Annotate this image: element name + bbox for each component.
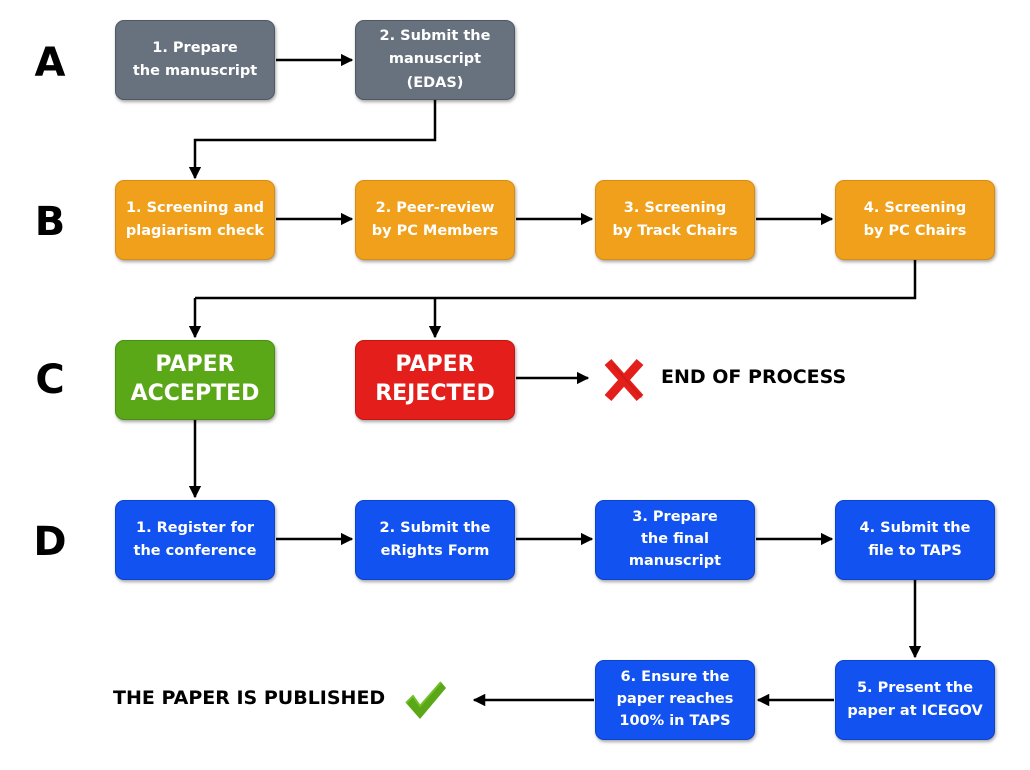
arrow-a2-b1 <box>188 100 437 180</box>
step-submit-erights: 2. Submit the eRights Form <box>355 500 515 580</box>
step-prepare-final-manuscript-label: 3. Prepare the final manuscript <box>628 509 722 569</box>
step-submit-manuscript: 2. Submit the manuscript (EDAS) <box>355 20 515 100</box>
step-present-icegov: 5. Present the paper at ICEGOV <box>835 660 995 740</box>
step-ensure-taps-100: 6. Ensure the paper reaches 100% in TAPS <box>595 660 755 740</box>
step-submit-manuscript-label: 2. Submit the manuscript (EDAS) <box>379 28 491 91</box>
step-peer-review: 2. Peer-review by PC Members <box>355 180 515 260</box>
row-label-a: A <box>34 40 66 86</box>
step-ensure-taps-100-label: 6. Ensure the paper reaches 100% in TAPS <box>616 669 734 729</box>
step-present-icegov-label: 5. Present the paper at ICEGOV <box>847 679 983 719</box>
checkmark-icon <box>405 681 446 719</box>
step-submit-taps: 4. Submit the file to TAPS <box>835 500 995 580</box>
outcome-paper-accepted: PAPER ACCEPTED <box>115 340 275 420</box>
step-screening-pc-chairs: 4. Screening by PC Chairs <box>835 180 995 260</box>
paper-published-label: THE PAPER IS PUBLISHED <box>113 687 386 709</box>
outcome-paper-rejected-label: PAPER REJECTED <box>375 352 495 406</box>
outcome-paper-rejected: PAPER REJECTED <box>355 340 515 420</box>
row-label-b: B <box>34 199 66 245</box>
step-screening-track-chairs: 3. Screening by Track Chairs <box>595 180 755 260</box>
outcome-paper-accepted-label: PAPER ACCEPTED <box>130 352 260 406</box>
step-prepare-manuscript-label: 1. Prepare the manuscript <box>132 39 258 79</box>
step-screening-plagiarism-label: 1. Screening and plagiarism check <box>125 199 265 239</box>
step-screening-plagiarism: 1. Screening and plagiarism check <box>115 180 275 260</box>
row-label-d: D <box>33 519 67 565</box>
cross-icon <box>604 359 644 401</box>
step-submit-erights-label: 2. Submit the eRights Form <box>379 519 491 559</box>
step-screening-pc-chairs-label: 4. Screening by PC Chairs <box>863 199 967 239</box>
step-peer-review-label: 2. Peer-review by PC Members <box>371 199 499 239</box>
step-register-conference: 1. Register for the conference <box>115 500 275 580</box>
row-label-c: C <box>35 357 65 403</box>
step-submit-taps-label: 4. Submit the file to TAPS <box>859 519 971 559</box>
step-register-conference-label: 1. Register for the conference <box>133 519 257 559</box>
step-prepare-final-manuscript: 3. Prepare the final manuscript <box>595 500 755 580</box>
step-prepare-manuscript: 1. Prepare the manuscript <box>115 20 275 100</box>
step-screening-track-chairs-label: 3. Screening by Track Chairs <box>612 199 738 239</box>
connector-b4-split <box>195 260 917 300</box>
end-of-process-label: END OF PROCESS <box>661 366 847 388</box>
